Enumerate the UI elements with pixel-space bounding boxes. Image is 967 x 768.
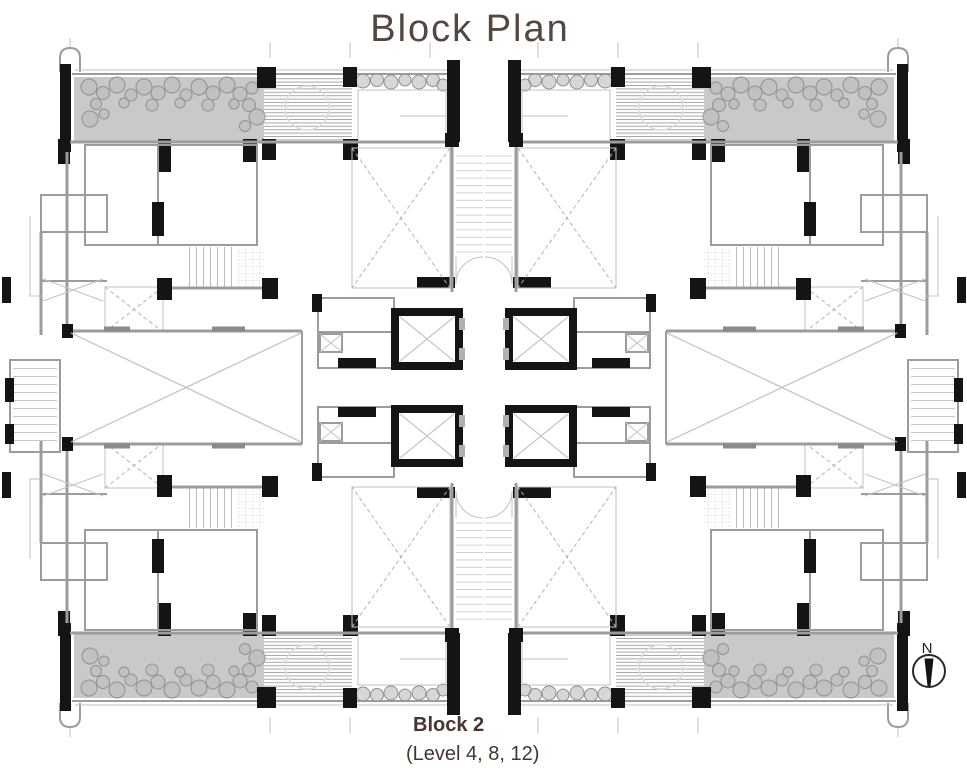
plan-quadrant-mirror-right <box>485 38 966 442</box>
caption-levels-label: (Level 4, 8, 12) <box>406 743 539 765</box>
corner-column-wrap <box>59 46 452 75</box>
plan-quadrant <box>2 38 484 443</box>
unit-staircase <box>157 247 278 300</box>
page-title: Block Plan <box>370 8 570 50</box>
north-arrow: N <box>912 640 946 688</box>
bathroom-cluster <box>312 294 395 369</box>
caption-block-label: Block 2 <box>413 714 484 736</box>
void-dashed-room <box>351 147 451 289</box>
timber-deck <box>264 77 352 140</box>
terrace-garden <box>74 76 266 141</box>
bedroom-walls <box>29 140 450 335</box>
living-room-void <box>62 324 303 443</box>
central-stair-corridor <box>445 133 484 292</box>
planting-row <box>355 73 450 143</box>
plan-quadrant-mirror-diagonal <box>485 333 966 737</box>
side-balcony-stair-mirror <box>907 359 964 453</box>
plan-quadrant-mirror-bottom <box>2 333 483 737</box>
north-arrow-label: N <box>922 640 933 657</box>
elevator-core <box>391 277 465 370</box>
side-balcony-stair <box>5 359 61 453</box>
north-arrow-needle <box>924 658 934 686</box>
